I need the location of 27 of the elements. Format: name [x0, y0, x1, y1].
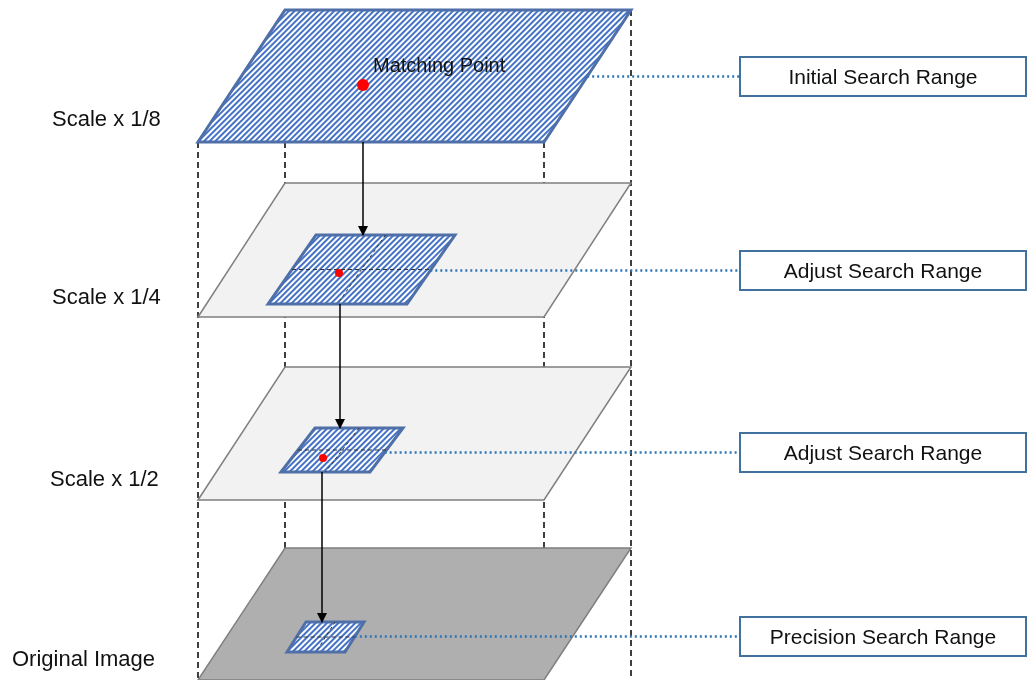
arrow: [335, 303, 345, 429]
arrow: [358, 141, 368, 236]
range-label: Precision Search Range: [769, 624, 997, 649]
image-plane: [198, 367, 631, 500]
scale-label: Scale x 1/8: [52, 106, 161, 132]
range-box: [739, 56, 1027, 97]
image-plane: [198, 10, 631, 142]
leader-line: [430, 269, 739, 272]
range-box: [739, 250, 1027, 291]
leader-line: [354, 635, 739, 638]
range-box: [739, 432, 1027, 473]
scale-label: Scale x 1/4: [52, 284, 161, 310]
range-label: Initial Search Range: [788, 64, 978, 89]
scale-label: Original Image: [12, 646, 156, 672]
image-plane: [198, 548, 631, 680]
scale-label: Scale x 1/2: [50, 466, 159, 492]
search-region: [287, 622, 364, 652]
leader-line: [587, 75, 739, 78]
range-label: Adjust Search Range: [783, 440, 983, 465]
search-region: [268, 235, 455, 304]
image-plane: [198, 183, 631, 317]
range-box: [739, 616, 1027, 657]
arrow: [317, 471, 327, 623]
range-label: Adjust Search Range: [783, 258, 983, 283]
leader-line: [384, 451, 739, 454]
point-label: Matching Point: [373, 54, 506, 77]
search-region: [281, 428, 403, 472]
